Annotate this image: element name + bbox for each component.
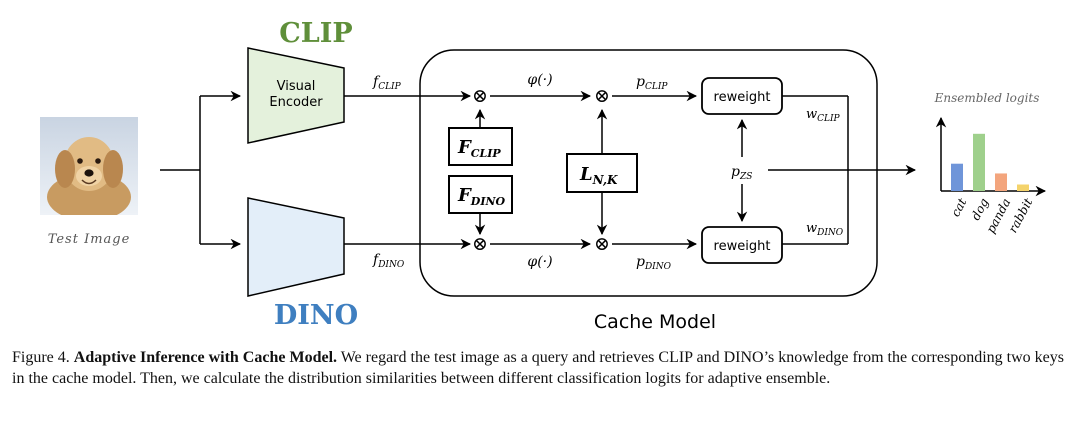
visual-encoder-label-line1: Visual: [277, 79, 316, 94]
bar-cat: [951, 163, 963, 191]
chart-title: Ensembled logits: [934, 91, 1040, 105]
test-image-dog-photo: [40, 117, 138, 215]
f-clip-key-label: FCLIP: [457, 137, 501, 160]
f-dino-key-label: FDINO: [457, 185, 506, 208]
dino-visual-encoder: [247, 197, 345, 297]
p-zs-label: pZS: [731, 164, 752, 182]
reweight-bottom-label: reweight: [714, 239, 771, 254]
otimes-dino-key: ⊗: [472, 233, 488, 255]
reweight-top-label: reweight: [714, 90, 771, 105]
dino-title: DINO: [274, 300, 358, 331]
w-dino-label: wDINO: [806, 221, 844, 238]
otimes-lnk-bottom: ⊗: [594, 233, 610, 255]
bar-dog: [973, 133, 985, 191]
cache-model-label: Cache Model: [594, 311, 716, 333]
test-image-label: Test Image: [48, 232, 131, 247]
bar-panda: [995, 173, 1007, 191]
f-dino-label: fDINO: [372, 252, 405, 270]
reweight-bottom-box: [701, 226, 783, 264]
otimes-lnk-top: ⊗: [594, 85, 610, 107]
p-clip-label: pCLIP: [636, 74, 668, 92]
cache-model-box: [419, 49, 878, 297]
lnk-label: LN,K: [579, 164, 618, 187]
p-dino-label: pDINO: [636, 254, 672, 272]
tick-label-cat: cat: [948, 196, 969, 219]
caption-bold-title: Adaptive Inference with Cache Model.: [73, 349, 338, 366]
clip-title: CLIP: [279, 18, 352, 49]
w-clip-label: wCLIP: [806, 107, 841, 124]
caption-text: We regard the test image as a query and …: [12, 349, 1064, 387]
phi-bottom-label: φ(·): [527, 254, 552, 270]
otimes-clip-key: ⊗: [472, 85, 488, 107]
diagram-canvas: CLIP DINO Visual Encoder Test Image Cach…: [48, 18, 1047, 333]
f-clip-label: fCLIP: [372, 74, 402, 92]
visual-encoder-label-line2: Encoder: [269, 95, 323, 110]
bar-rabbit: [1017, 184, 1029, 191]
clip-visual-encoder: [247, 47, 345, 144]
phi-top-label: φ(·): [527, 72, 552, 88]
caption-prefix: Figure 4.: [12, 349, 74, 366]
figure-caption: Figure 4. Adaptive Inference with Cache …: [12, 347, 1070, 389]
